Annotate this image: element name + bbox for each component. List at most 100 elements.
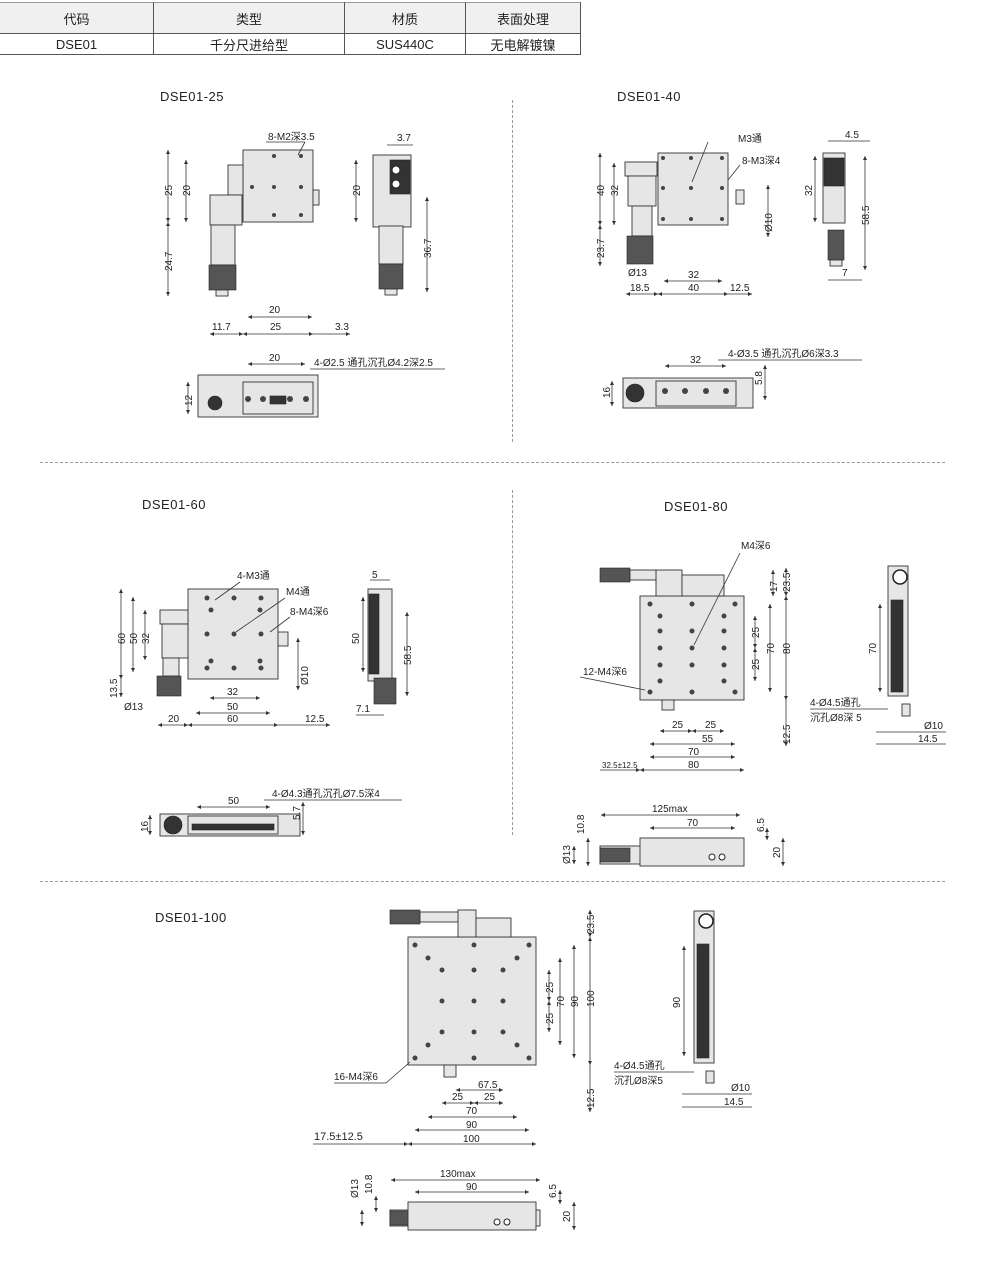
cell-material: SUS440C xyxy=(344,33,466,55)
svg-text:3.7: 3.7 xyxy=(397,133,411,144)
svg-text:18.5: 18.5 xyxy=(630,283,650,294)
divider-vertical-top xyxy=(512,100,513,442)
svg-text:20: 20 xyxy=(269,353,281,364)
svg-text:Ø10: Ø10 xyxy=(300,666,311,685)
svg-text:M4通: M4通 xyxy=(286,586,310,598)
svg-text:12.5: 12.5 xyxy=(586,1088,597,1108)
svg-text:50: 50 xyxy=(227,702,239,713)
svg-text:M4深6: M4深6 xyxy=(741,540,771,552)
svg-text:12: 12 xyxy=(184,394,195,406)
drawing-dse01-25: 25 20 24.7 20 11.7 25 3.3 8-M2深3.5 20 36… xyxy=(164,131,445,418)
svg-text:25: 25 xyxy=(484,1092,496,1103)
svg-text:4-Ø4.5通孔: 4-Ø4.5通孔 xyxy=(810,697,861,709)
svg-text:25: 25 xyxy=(164,184,175,196)
title-dse01-80: DSE01-80 xyxy=(664,499,728,514)
header-code: 代码 xyxy=(0,2,154,34)
svg-text:14.5: 14.5 xyxy=(918,734,938,745)
svg-text:13.5: 13.5 xyxy=(109,678,120,698)
title-dse01-40: DSE01-40 xyxy=(617,89,681,104)
svg-text:32: 32 xyxy=(688,270,700,281)
svg-text:4-Ø3.5 通孔沉孔Ø6深3.3: 4-Ø3.5 通孔沉孔Ø6深3.3 xyxy=(728,347,839,360)
svg-text:70: 70 xyxy=(868,642,879,654)
svg-text:50: 50 xyxy=(228,796,240,807)
svg-text:23.5: 23.5 xyxy=(586,914,597,934)
svg-text:Ø13: Ø13 xyxy=(562,845,573,864)
svg-text:24.7: 24.7 xyxy=(164,251,175,271)
svg-text:80: 80 xyxy=(782,642,793,654)
svg-text:32: 32 xyxy=(227,687,239,698)
svg-text:20: 20 xyxy=(269,305,281,316)
cell-code: DSE01 xyxy=(0,33,154,55)
svg-text:5.8: 5.8 xyxy=(754,371,765,385)
svg-text:Ø13: Ø13 xyxy=(628,268,647,279)
svg-text:70: 70 xyxy=(556,995,567,1007)
svg-text:8-M4深6: 8-M4深6 xyxy=(290,606,329,618)
svg-text:67.5: 67.5 xyxy=(478,1080,498,1091)
svg-text:50: 50 xyxy=(351,632,362,644)
svg-text:12.5: 12.5 xyxy=(305,714,325,725)
svg-text:11.7: 11.7 xyxy=(212,322,231,333)
svg-text:25: 25 xyxy=(452,1092,464,1103)
svg-text:7.1: 7.1 xyxy=(356,704,370,715)
svg-text:M3通: M3通 xyxy=(738,133,762,145)
svg-text:16: 16 xyxy=(140,820,151,832)
svg-text:沉孔Ø8深5: 沉孔Ø8深5 xyxy=(614,1074,663,1087)
svg-text:17: 17 xyxy=(769,580,780,592)
svg-text:4.5: 4.5 xyxy=(845,130,859,141)
cell-type: 千分尺进给型 xyxy=(153,33,345,55)
svg-text:50: 50 xyxy=(129,632,140,644)
svg-text:70: 70 xyxy=(766,642,777,654)
drawing-dse01-40: 40 32 23.7 Ø10 Ø13 32 18.5 40 12.5 M3通 8… xyxy=(596,130,872,409)
svg-text:100: 100 xyxy=(586,990,597,1007)
svg-text:10.8: 10.8 xyxy=(364,1174,375,1194)
svg-text:Ø10: Ø10 xyxy=(924,721,943,732)
svg-text:6.5: 6.5 xyxy=(548,1184,559,1198)
drawing-dse01-80: 17 23.5 25 25 70 80 12.5 25 25 55 70 80 … xyxy=(562,540,946,867)
svg-text:70: 70 xyxy=(466,1106,478,1117)
svg-text:40: 40 xyxy=(596,184,607,196)
spec-table: 代码 类型 材质 表面处理 DSE01 千分尺进给型 SUS440C 无电解镀镍 xyxy=(0,2,581,55)
svg-text:4-M3通: 4-M3通 xyxy=(237,570,270,582)
svg-text:3.3: 3.3 xyxy=(335,322,349,333)
svg-text:6.5: 6.5 xyxy=(756,818,767,832)
svg-text:58.5: 58.5 xyxy=(861,205,872,225)
svg-text:32: 32 xyxy=(610,184,621,196)
svg-text:20: 20 xyxy=(562,1210,573,1222)
svg-text:Ø10: Ø10 xyxy=(731,1083,750,1094)
svg-text:90: 90 xyxy=(672,996,683,1008)
svg-text:36.7: 36.7 xyxy=(423,238,434,258)
divider-vertical-middle xyxy=(512,490,513,835)
svg-text:Ø13: Ø13 xyxy=(350,1179,361,1198)
title-dse01-60: DSE01-60 xyxy=(142,497,206,512)
divider-horizontal-1 xyxy=(40,462,945,463)
svg-text:90: 90 xyxy=(466,1120,478,1131)
drawing-dse01-60: 60 50 32 13.5 Ø13 32 50 20 60 12.5 Ø10 4… xyxy=(109,570,414,837)
dse01-25-hole-note: 4-Ø2.5 通孔沉孔Ø4.2深2.5 xyxy=(314,356,433,369)
svg-text:23.5: 23.5 xyxy=(782,572,793,592)
svg-text:55: 55 xyxy=(702,734,714,745)
svg-text:8-M3深4: 8-M3深4 xyxy=(742,155,781,167)
title-dse01-25: DSE01-25 xyxy=(160,89,224,104)
svg-text:16: 16 xyxy=(602,386,613,398)
svg-text:20: 20 xyxy=(352,184,363,196)
svg-text:32: 32 xyxy=(804,184,815,196)
divider-horizontal-2 xyxy=(40,881,945,882)
svg-text:4-Ø4.5通孔: 4-Ø4.5通孔 xyxy=(614,1060,665,1072)
svg-text:32.5±12.5: 32.5±12.5 xyxy=(602,761,638,770)
svg-text:沉孔Ø8深 5: 沉孔Ø8深 5 xyxy=(810,711,862,724)
svg-text:5.7: 5.7 xyxy=(292,806,303,820)
title-dse01-100: DSE01-100 xyxy=(155,910,227,925)
svg-text:60: 60 xyxy=(117,632,128,644)
svg-text:20: 20 xyxy=(772,846,783,858)
svg-text:5: 5 xyxy=(372,570,378,581)
svg-text:25: 25 xyxy=(672,720,684,731)
svg-text:20: 20 xyxy=(182,184,193,196)
svg-text:25: 25 xyxy=(751,658,762,670)
svg-text:Ø13: Ø13 xyxy=(124,702,143,713)
svg-text:125max: 125max xyxy=(652,804,688,815)
svg-text:60: 60 xyxy=(227,714,239,725)
svg-text:20: 20 xyxy=(168,714,180,725)
cell-surface: 无电解镀镍 xyxy=(465,33,581,55)
svg-text:17.5±12.5: 17.5±12.5 xyxy=(314,1131,363,1143)
